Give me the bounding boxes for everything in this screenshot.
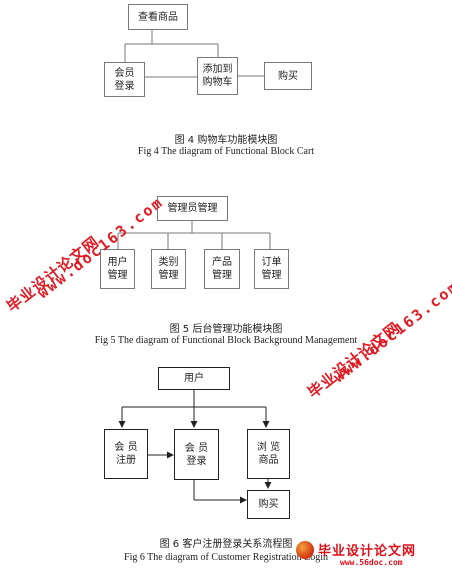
fig5-caption-cn: 图 5 后台管理功能模块图: [169, 324, 283, 335]
fig5-order-mgmt-box: 订单 管理: [254, 249, 289, 289]
site-logo-text: 毕业设计论文网: [318, 544, 417, 559]
fig5-category-mgmt-box: 类别 管理: [151, 249, 186, 289]
fig5-admin-box: 管理员管理: [157, 196, 228, 221]
fig6-login-box: 会 员 登录: [174, 429, 219, 480]
fig4-add-to-cart-box: 添加到 购物车: [197, 57, 238, 95]
fig5-caption-en: Fig 5 The diagram of Functional Block Ba…: [94, 335, 358, 346]
site-logo-url: www.56doc.com: [340, 558, 403, 567]
fig6-user-box: 用户: [158, 367, 230, 390]
fig6-register-box: 会 员 注册: [104, 429, 148, 479]
fig6-caption-en: Fig 6 The diagram of Customer Registrati…: [124, 552, 328, 563]
fig6-caption-cn: 图 6 客户注册登录关系流程图: [159, 539, 293, 550]
fig4-caption-cn: 图 4 购物车功能模块图: [174, 135, 278, 146]
fig4-member-login-box: 会员 登录: [104, 62, 145, 97]
fig6-buy-box: 购买: [247, 490, 290, 519]
fig4-caption-en: Fig 4 The diagram of Functional Block Ca…: [137, 146, 315, 157]
fig4-view-goods-box: 查看商品: [128, 4, 188, 30]
fig5-user-mgmt-box: 用户 管理: [100, 249, 135, 289]
fig5-product-mgmt-box: 产品 管理: [204, 249, 240, 289]
site-logo-icon: [296, 541, 314, 559]
fig4-buy-box: 购买: [264, 62, 312, 90]
fig6-browse-goods-box: 浏 览 商品: [247, 429, 290, 479]
